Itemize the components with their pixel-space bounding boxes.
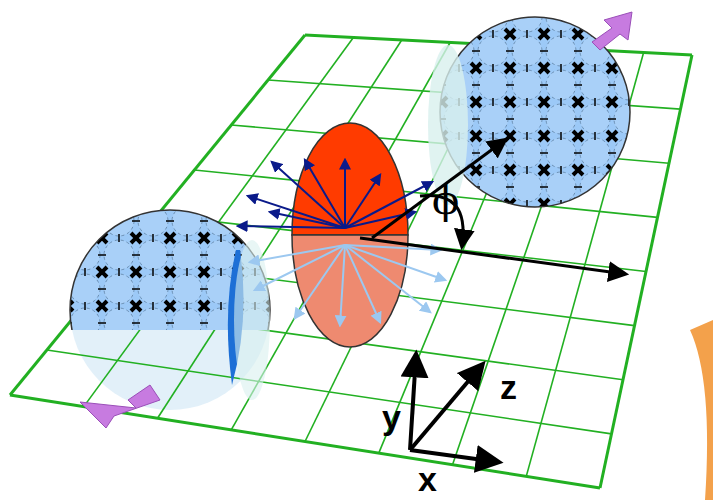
axis-label: x	[418, 462, 437, 496]
grid-line	[231, 43, 450, 430]
axis-label: y	[382, 400, 401, 434]
axis-label: z	[500, 370, 517, 404]
grid-line	[47, 350, 612, 434]
angle-label: ϕ	[432, 180, 459, 220]
